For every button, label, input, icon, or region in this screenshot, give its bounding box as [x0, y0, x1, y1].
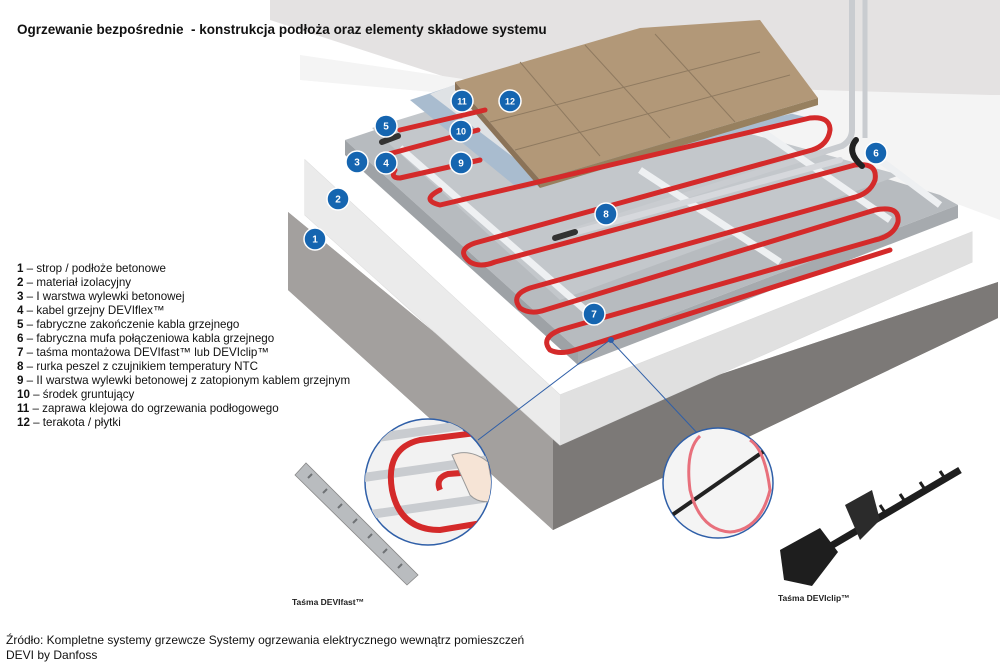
diagram-title: Ogrzewanie bezpośrednie - konstrukcja po…	[17, 22, 547, 37]
deviclip-detail-zoom	[662, 427, 774, 539]
source-note: Źródło: Kompletne systemy grzewcze Syste…	[6, 633, 524, 663]
marker-12-label: 12	[505, 97, 515, 107]
marker-1-label: 1	[312, 235, 318, 246]
legend-item-9: 9 – II warstwa wylewki betonowej z zatop…	[17, 374, 351, 387]
marker-10-circle	[449, 119, 473, 143]
marker-4-label: 4	[383, 159, 389, 170]
marker-7-label: 7	[591, 310, 597, 321]
legend-item-10: 10 – środek gruntujący	[17, 388, 135, 401]
legend-item-4: 4 – kabel grzejny DEVIflex™	[17, 304, 165, 317]
wall-conduit	[559, 0, 868, 238]
deviclip-caption: Taśma DEVIclip™	[778, 593, 850, 603]
devifast-detail-zoom	[364, 418, 492, 546]
marker-1-circle	[303, 227, 327, 251]
legend-item-1: 1 – strop / podłoże betonowe	[17, 262, 166, 275]
marker-3-label: 3	[354, 158, 360, 169]
devifast-caption: Taśma DEVIfast™	[292, 597, 365, 607]
insulation-layer	[304, 158, 973, 446]
legend-item-2: 2 – materiał izolacyjny	[17, 276, 132, 289]
joint-sleeve-6	[849, 137, 865, 169]
marker-6-label: 6	[873, 149, 879, 160]
deviclip-strip	[780, 466, 962, 586]
legend-item-7: 7 – taśma montażowa DEVIfast™ lub DEVIcl…	[17, 346, 269, 359]
marker-11-label: 11	[457, 97, 467, 107]
legend-item-3: 3 – I warstwa wylewki betonowej	[17, 290, 185, 303]
room-floor	[300, 55, 1000, 220]
marker-2-label: 2	[335, 195, 341, 206]
legend-item-5: 5 – fabryczne zakończenie kabla grzejneg…	[17, 318, 240, 331]
marker-6-circle	[864, 141, 888, 165]
zoom-lines	[477, 337, 701, 441]
source-line-1: Źródło: Kompletne systemy grzewcze Syste…	[6, 633, 525, 647]
devifast-strip	[294, 462, 419, 586]
legend-item-6: 6 – fabryczna mufa połączeniowa kabla gr…	[17, 332, 275, 345]
marker-7-circle	[582, 302, 606, 326]
source-line-2: DEVI by Danfoss	[6, 648, 98, 662]
legend-item-11: 11 – zaprawa klejowa do ogrzewania podło…	[17, 402, 279, 415]
legend-item-12: 12 – terakota / płytki	[17, 416, 121, 429]
marker-4-circle	[374, 151, 398, 175]
marker-3-circle	[345, 150, 369, 174]
marker-12-circle	[498, 89, 522, 113]
marker-2-circle	[326, 187, 350, 211]
heating-cable	[382, 107, 901, 355]
cable-end-5	[379, 133, 401, 145]
legend: 1 – strop / podłoże betonowe 2 – materia…	[17, 262, 350, 430]
marker-8-circle	[594, 202, 618, 226]
marker-5-label: 5	[383, 122, 389, 133]
marker-10-label: 10	[456, 127, 466, 137]
marker-5-circle	[374, 114, 398, 138]
marker-9-label: 9	[458, 159, 464, 170]
marker-11-circle	[450, 89, 474, 113]
marker-9-circle	[449, 151, 473, 175]
marker-8-label: 8	[603, 210, 609, 221]
legend-item-8: 8 – rurka peszel z czujnikiem temperatur…	[17, 360, 258, 373]
